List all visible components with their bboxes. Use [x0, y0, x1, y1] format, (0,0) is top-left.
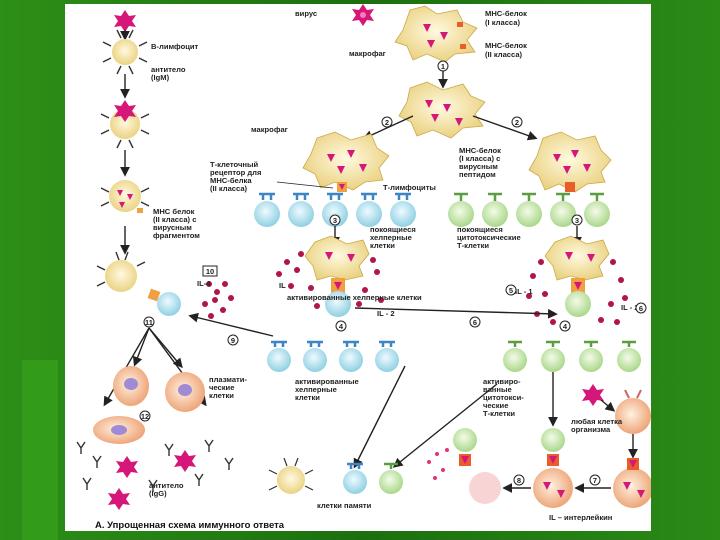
label-activated-helper: активированные хелперные клетки: [287, 293, 422, 302]
plasma-cells: [93, 366, 205, 444]
step-4b: 4: [563, 322, 568, 331]
step-4a: 4: [339, 322, 344, 331]
killing-sequence: [533, 428, 653, 508]
infected-body-cell: [582, 384, 651, 434]
virus-b: [114, 10, 136, 32]
label-mhc1-peptide-c: вирусным: [459, 162, 498, 171]
label-resting-cyto-b: цитотоксические: [457, 233, 521, 242]
label-mhc2-top-b: (II класса): [485, 50, 523, 59]
label-tcr-c: МНС-белка: [210, 176, 252, 185]
label-il2-right: IL - 2: [621, 303, 639, 312]
step-8: 8: [517, 476, 521, 485]
label-mhc2-virus-b: (II класса) с: [153, 215, 196, 224]
label-act-helper2-a: активированные: [295, 377, 359, 386]
step-10: 10: [206, 267, 214, 276]
cyto-activation: [544, 235, 610, 317]
helper-activation: [304, 235, 370, 317]
label-virus: вирус: [295, 9, 317, 18]
step-6a: 6: [639, 304, 643, 313]
resting-helper-cells: [254, 192, 416, 227]
label-t-lymphocytes: Т-лимфоциты: [383, 183, 436, 192]
label-resting-helper-a: покоящиеся: [370, 225, 416, 234]
label-any-cell-b: организма: [571, 425, 611, 434]
macrophage-mhc2: [302, 131, 390, 192]
antibodies: [76, 439, 234, 492]
resting-cytotoxic-cells: [448, 192, 610, 227]
label-tcr-b: рецептор для: [210, 168, 261, 177]
viruses-neutralized: [108, 450, 196, 510]
step-11: 11: [145, 318, 153, 327]
label-plasma-c: клетки: [209, 391, 234, 400]
label-il-legend: IL – интерлейкин: [549, 513, 613, 522]
label-act-cyto-d: ческие: [483, 401, 508, 410]
lysed-cell: [453, 428, 501, 504]
memory-cells: [343, 462, 403, 494]
diagram-caption: А. Упрощенная схема иммунного ответа: [95, 520, 285, 531]
step-7: 7: [593, 476, 597, 485]
label-antibody-igg-b: (IgG): [149, 489, 167, 498]
cytokine-dots: [202, 251, 628, 325]
label-act-cyto-c: цитотокси-: [483, 393, 524, 402]
step-9: 9: [231, 336, 235, 345]
label-macrophage-top: макрофаг: [349, 49, 386, 58]
b-cell-mhc2-fragment: [100, 180, 150, 213]
label-mhc1-peptide-a: МНС-белок: [459, 146, 501, 155]
label-macrophage-mid: макрофаг: [251, 125, 288, 134]
step-3a: 3: [333, 216, 337, 225]
step-6b: 6: [473, 318, 477, 327]
step-12: 12: [141, 412, 149, 421]
label-act-cyto-e: Т-клетки: [483, 409, 515, 418]
label-antibody-igm-b: (IgM): [151, 73, 170, 82]
label-plasma-b: ческие: [209, 383, 234, 392]
label-mhc2-virus-d: фрагментом: [153, 231, 200, 240]
label-il1-right: IL - 1: [515, 287, 533, 296]
label-resting-helper-c: клетки: [370, 241, 395, 250]
label-mhc1-peptide-b: (I класса) с: [459, 154, 500, 163]
b-lymphocyte: [102, 29, 148, 75]
label-resting-cyto-c: Т-клетки: [457, 241, 489, 250]
label-resting-cyto-a: покоящиеся: [457, 225, 503, 234]
label-antibody-igm-a: антитело: [151, 65, 186, 74]
label-act-helper2-c: клетки: [295, 393, 320, 402]
label-tcr-a: Т-клеточный: [210, 160, 258, 169]
step-3b: 3: [575, 216, 579, 225]
label-mhc2-virus-c: вирусным: [153, 223, 192, 232]
diagram-panel: вирус МНС-белок (I класса) МНС-белок (II…: [65, 4, 653, 531]
b-cell-binding-virus: [100, 100, 150, 149]
step-2b: 2: [515, 118, 519, 127]
macrophage-bottom: [268, 457, 314, 494]
label-tcr-d: (II класса): [210, 184, 248, 193]
label-mhc1-peptide-d: пептидом: [459, 170, 496, 179]
label-il-left: IL: [279, 281, 286, 290]
label-b-lymphocyte: В-лимфоцит: [151, 42, 199, 51]
label-act-helper2-b: хелперные: [295, 385, 337, 394]
label-resting-helper-b: хелперные: [370, 233, 412, 242]
step-1: [437, 60, 449, 72]
b-cell-activated: [96, 251, 181, 316]
macrophage-mhc1: [528, 131, 612, 193]
label-any-cell-a: любая клетка: [571, 417, 623, 426]
decor-stripe: [22, 360, 58, 540]
label-antibody-igg-a: антитело: [149, 481, 184, 490]
label-mhc1-top-a: МНС-белок: [485, 9, 527, 18]
label-mhc2-virus-a: МНС белок: [153, 207, 195, 216]
virus-particle: [352, 4, 374, 26]
activated-cytotoxic-cells: [503, 340, 641, 372]
label-act-cyto-b: ванные: [483, 385, 512, 394]
label-il4: IL-4: [197, 279, 211, 288]
step-1-label: 1: [441, 62, 445, 71]
macrophage-top: [394, 5, 478, 63]
label-mhc1-top-b: (I класса): [485, 18, 520, 27]
immune-response-diagram: вирус МНС-белок (I класса) МНС-белок (II…: [76, 4, 653, 531]
label-mhc2-top-a: МНС-белок: [485, 41, 527, 50]
label-act-cyto-a: активиро-: [483, 377, 521, 386]
label-il2-mid: IL - 2: [377, 309, 395, 318]
macrophage-engulfing: [398, 81, 486, 139]
activated-helper-cells: [267, 340, 399, 372]
perforin-dots: [427, 448, 449, 480]
step-2a: 2: [385, 118, 389, 127]
step-5: 5: [509, 286, 513, 295]
label-memory-cells: клетки памяти: [317, 501, 372, 510]
label-plasma-a: плазмати-: [209, 375, 247, 384]
